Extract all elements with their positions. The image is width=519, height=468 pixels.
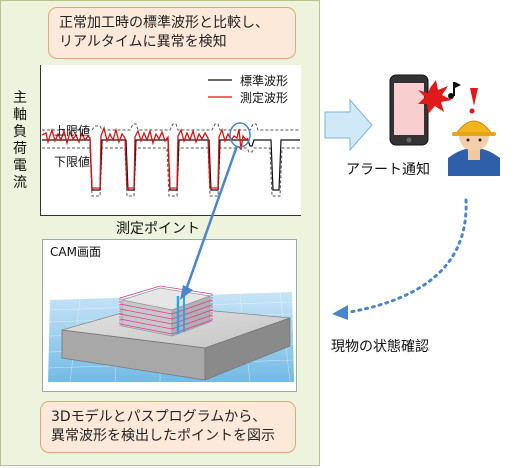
upper-limit-line <box>42 123 300 131</box>
music-note-icon <box>448 82 461 99</box>
cam-anomaly-highlight <box>176 294 185 334</box>
standard-waveform <box>42 139 300 191</box>
x-axis-label: 測定ポイント <box>116 221 200 237</box>
alert-burst-icon <box>418 80 452 114</box>
cam-callout-line1: 3Dモデルとパスプログラムから、 <box>51 409 267 425</box>
y-axis-label: 主軸負荷電流 <box>13 90 27 191</box>
cam-callout: 3Dモデルとパスプログラムから、 異常波形を検出したポイントを図示 <box>40 401 296 453</box>
legend-measured-label: 測定波形 <box>240 91 289 105</box>
lower-limit-label: 下限値 <box>54 155 91 169</box>
cam-screen-title: CAM画面 <box>50 245 101 259</box>
link-arrow-head <box>180 285 193 300</box>
status-check-label: 現物の状態確認 <box>331 339 429 355</box>
exclamation-icon <box>469 88 478 114</box>
alert-label: アラート通知 <box>346 162 430 178</box>
measured-waveform <box>41 125 249 189</box>
worker-icon <box>448 120 500 176</box>
upper-limit-label: 上限値 <box>54 124 91 138</box>
link-arrow-line <box>184 145 239 291</box>
alert-flow-arrow <box>324 98 373 152</box>
cam-callout-line2: 異常波形を検出したポイントを図示 <box>51 428 275 444</box>
anomaly-marker <box>229 122 251 148</box>
legend-standard-label: 標準波形 <box>240 74 289 88</box>
detection-callout-line2: リアルタイムに異常を検知 <box>59 34 227 50</box>
smartphone-icon <box>389 74 429 146</box>
cam-base-side <box>204 317 291 381</box>
return-dotted-arrow <box>348 198 468 314</box>
detection-callout-line1: 正常加工時の標準波形と比較し、 <box>59 15 269 31</box>
cam-toolpath <box>119 285 213 335</box>
detection-callout: 正常加工時の標準波形と比較し、 リアルタイムに異常を検知 <box>48 7 296 59</box>
lower-limit-line <box>42 147 300 197</box>
return-arrow-head <box>332 305 348 320</box>
